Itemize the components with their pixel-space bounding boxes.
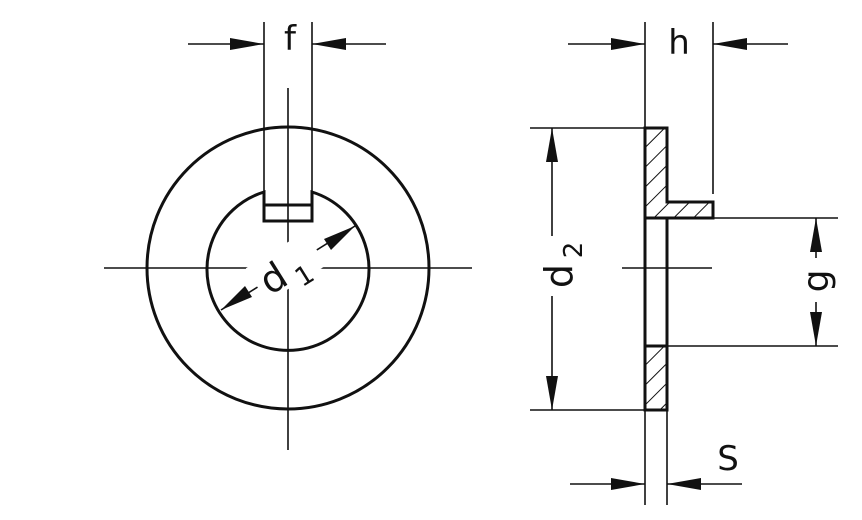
- d2-label-group: d 2: [537, 242, 589, 288]
- label-g: g: [796, 270, 837, 293]
- d1-arrowhead-lower: [221, 286, 252, 310]
- g-arrowhead-bottom: [810, 312, 822, 346]
- g-label-mask: [800, 258, 834, 302]
- inner-bore-with-tab: [205, 189, 371, 352]
- d1-label-mask: [245, 231, 327, 303]
- d2-arrowhead-bottom: [546, 376, 558, 410]
- label-d2-main: d: [537, 264, 581, 288]
- s-arrowhead-right: [667, 478, 701, 490]
- front-view: f d 1: [104, 19, 472, 450]
- d1-arrowhead-upper: [324, 226, 355, 250]
- d2-label-mask: [536, 236, 572, 296]
- label-d2-sub: 2: [559, 242, 589, 259]
- label-s: S: [717, 439, 739, 479]
- d2-arrowhead-top: [546, 128, 558, 162]
- lower-section: [643, 344, 669, 412]
- h-arrowhead-left: [611, 38, 645, 50]
- side-section-view: h d 2 g S: [530, 22, 838, 505]
- f-arrowhead-left: [230, 38, 264, 50]
- h-arrowhead-right: [713, 38, 747, 50]
- g-arrowhead-top: [810, 218, 822, 252]
- label-h: h: [668, 23, 690, 63]
- upper-section: [643, 126, 715, 220]
- label-f: f: [284, 19, 297, 59]
- s-arrowhead-left: [611, 478, 645, 490]
- f-arrowhead-right: [312, 38, 346, 50]
